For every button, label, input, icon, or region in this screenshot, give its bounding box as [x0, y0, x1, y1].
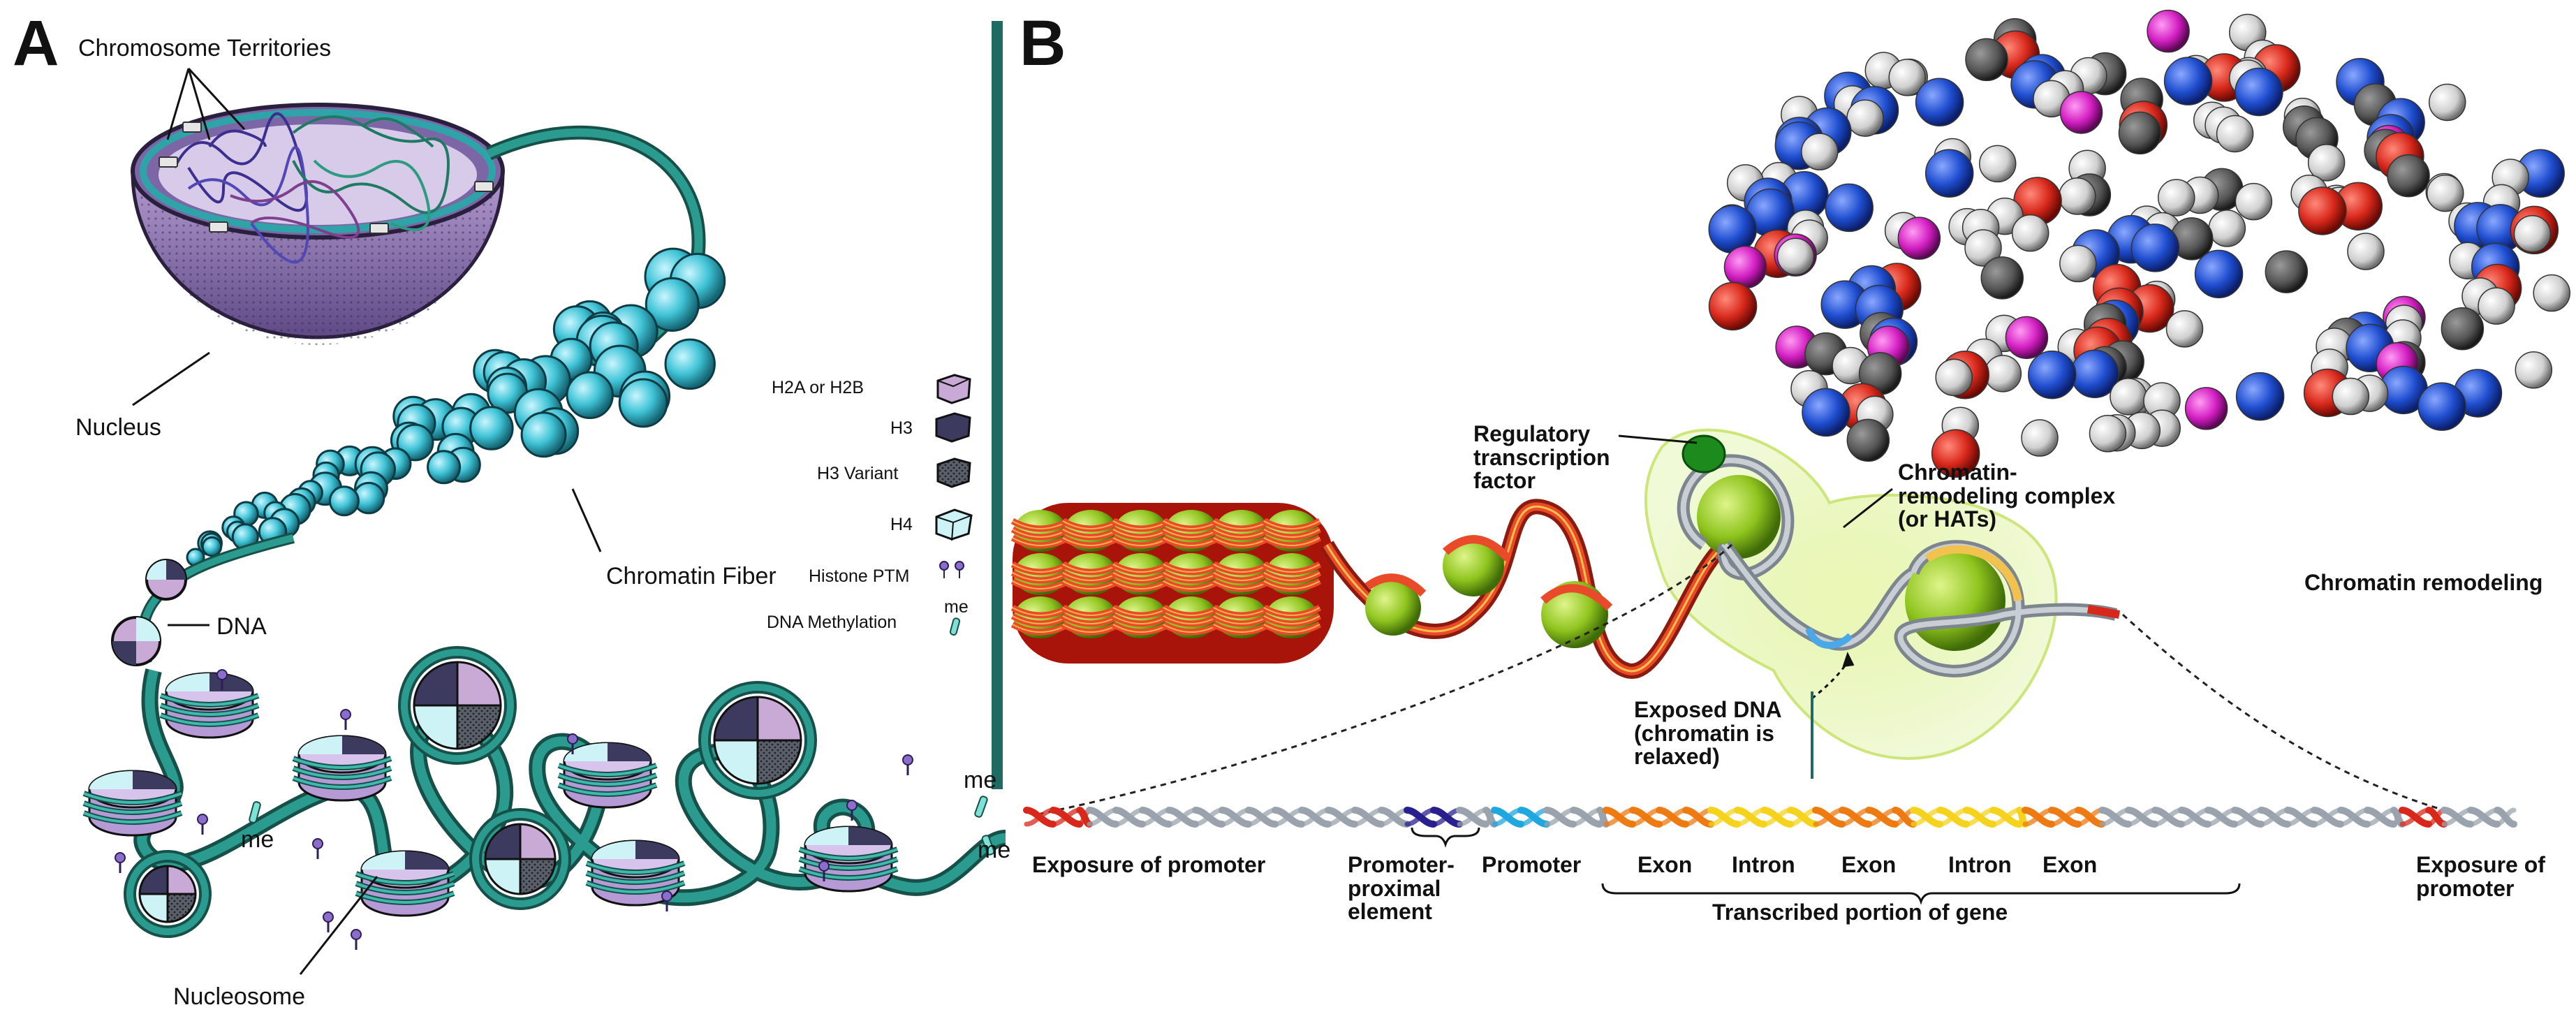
- linker-nucleosomes: [1364, 535, 1613, 648]
- exposure-promoter-left-label: Exposure of promoter: [1032, 852, 1266, 877]
- methylation-mark-label-2: me: [964, 767, 997, 793]
- relaxed-loops: [1677, 454, 2121, 677]
- legend-icons: [935, 374, 973, 636]
- panel-a-letter: A: [13, 8, 59, 79]
- h4-block-icon: [935, 508, 973, 541]
- exon-label-1: Exon: [1637, 852, 1693, 877]
- promoter-label: Promoter: [1482, 852, 1582, 877]
- panel-divider: [992, 21, 1003, 789]
- dna-methylation-icon: [949, 617, 961, 636]
- legend-label-histone-ptm: Histone PTM: [809, 566, 910, 586]
- nucleosome-label: Nucleosome: [173, 983, 305, 1010]
- transcribed-portion-label: Transcribed portion of gene: [1712, 900, 2008, 925]
- legend-label-h3: H3: [890, 418, 913, 438]
- exposure-promoter-right-label: Exposure of promoter: [2416, 852, 2545, 901]
- dna-helix-row: [1023, 807, 2517, 828]
- territory-pointers: [166, 67, 246, 140]
- legend-label-dna-methylation: DNA Methylation: [767, 613, 897, 632]
- panel-b-pointers: [1618, 434, 1893, 779]
- legend-label-h3-variant: H3 Variant: [817, 464, 899, 483]
- nucleosome-pointer: [299, 876, 378, 975]
- h2a-h2b-block-icon: [936, 374, 971, 404]
- intron-label-1: Intron: [1732, 852, 1795, 877]
- condensed-chromatin: [1010, 503, 1334, 664]
- legend-label-h2a-h2b: H2A or H2B: [772, 378, 864, 397]
- legend-me-mark: me: [944, 597, 969, 617]
- regulatory-tf-label: Regulatory transcription factor: [1473, 421, 1610, 494]
- nucleosome-face-discs: [124, 646, 817, 938]
- chromatin-fiber-pointer: [571, 488, 602, 552]
- nucleus-label: Nucleus: [75, 414, 161, 441]
- space-filling-molecule: [1708, 9, 2570, 478]
- histone-ptm-icon: [939, 561, 964, 578]
- zoom-line-right: [2121, 613, 2445, 812]
- exon-label-2: Exon: [1841, 852, 1897, 877]
- h3-block-icon: [935, 412, 971, 443]
- nucleus-illustration: [131, 103, 505, 345]
- small-nucleosome-discs: [111, 559, 187, 666]
- exposed-dna-label: Exposed DNA (chromatin is relaxed): [1634, 697, 1781, 770]
- intron-label-2: Intron: [1948, 852, 2012, 877]
- promoter-proximal-label: Promoter-proximal element: [1348, 852, 1455, 925]
- dna-label: DNA: [216, 613, 267, 640]
- methylation-mark-label: me: [241, 826, 274, 853]
- nucleosome-stacks: [82, 672, 899, 917]
- h3-variant-block-icon: [936, 457, 971, 488]
- remodeling-complex-label: Chromatin-remodeling complex (or HATs): [1898, 460, 2116, 532]
- nucleus-pointer: [132, 351, 210, 406]
- exon-label-3: Exon: [2043, 852, 2098, 877]
- methylation-mark-label-3: me: [978, 837, 1011, 863]
- chromatin-fiber-label: Chromatin Fiber: [606, 563, 777, 589]
- zoom-line-left: [1040, 543, 1733, 815]
- transcription-factor-blob: [1681, 434, 1726, 474]
- histone-ptm-marks: [115, 669, 913, 950]
- chromatin-remodeling-caption: Chromatin remodeling: [2304, 570, 2543, 595]
- legend-label-h4: H4: [890, 515, 913, 534]
- gene-brackets: [1411, 827, 2241, 905]
- chromosome-territories-label: Chromosome Territories: [78, 35, 332, 61]
- dna-methylation-marks: [249, 796, 995, 856]
- panel-b-letter: B: [1020, 8, 1066, 79]
